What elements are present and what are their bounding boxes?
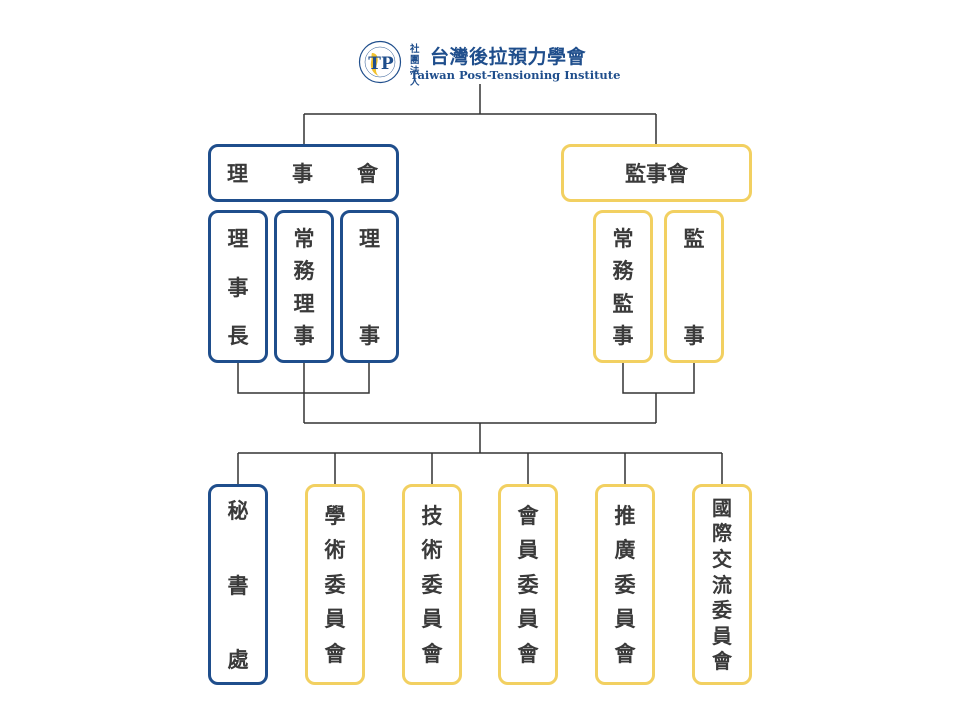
- vertical-char: 常: [612, 227, 634, 251]
- institute-logo: TP 社團 法人 台灣後拉預力學會 Taiwan Post-Tensioning…: [358, 40, 621, 88]
- vertical-char: 理: [293, 291, 315, 316]
- vertical-char: 廣: [614, 538, 636, 562]
- board-member-chairman: 理 事 長: [208, 210, 268, 363]
- vertical-char: 監: [612, 291, 634, 316]
- vertical-char: 會: [712, 649, 732, 674]
- vertical-char: 員: [324, 607, 346, 631]
- unit-academic-committee: 學 術 委 員 會: [305, 484, 365, 685]
- vertical-char: 會: [614, 641, 636, 666]
- vertical-char: 委: [421, 572, 443, 597]
- unit-international-exchange-committee: 國 際 交 流 委 員 會: [692, 484, 752, 685]
- vertical-char: 員: [614, 607, 636, 631]
- vertical-char: 員: [517, 538, 539, 562]
- vertical-char: 長: [227, 324, 249, 348]
- vertical-char: 書: [227, 573, 249, 598]
- vertical-char: 會: [517, 641, 539, 666]
- unit-promotion-committee: 推 廣 委 員 會: [595, 484, 655, 685]
- vertical-char: 委: [614, 572, 636, 597]
- vertical-char: 監: [683, 227, 705, 251]
- vertical-char: 交: [712, 546, 732, 571]
- board-title-char: 事: [292, 162, 313, 186]
- vertical-char: 事: [359, 324, 380, 348]
- vertical-char: 技: [421, 503, 443, 528]
- logo-tag: 社團 法人: [410, 44, 428, 88]
- board-of-supervisors-box: 監事會: [561, 144, 752, 202]
- logo-emblem-icon: TP: [358, 40, 402, 84]
- vertical-char: 務: [612, 259, 634, 284]
- vertical-char: 學: [324, 503, 346, 528]
- vertical-char: 理: [227, 227, 249, 251]
- vertical-char: 流: [712, 572, 732, 597]
- vertical-char: 會: [421, 641, 443, 666]
- logo-tag-line-1: 社團: [410, 44, 420, 66]
- supervisor-member-supervisors: 監 事: [664, 210, 724, 363]
- vertical-char: 員: [421, 607, 443, 631]
- vertical-char: 事: [612, 323, 634, 348]
- connector-supervisor-members-bracket: [622, 363, 695, 394]
- vertical-char: 理: [359, 227, 380, 251]
- vertical-char: 會: [324, 641, 346, 666]
- vertical-char: 務: [293, 259, 315, 284]
- vertical-char: 推: [614, 503, 636, 528]
- vertical-char: 常: [293, 227, 315, 251]
- vertical-char: 事: [227, 275, 249, 300]
- logo-name-chinese: 台灣後拉預力學會: [430, 46, 587, 68]
- vertical-char: 委: [324, 572, 346, 597]
- unit-secretariat: 秘 書 處: [208, 484, 268, 685]
- vertical-char: 處: [227, 648, 249, 672]
- board-title-char: 理: [227, 162, 248, 186]
- board-of-directors-box: 理 事 會: [208, 144, 399, 202]
- board-member-directors: 理 事: [340, 210, 399, 363]
- vertical-char: 術: [421, 538, 443, 562]
- vertical-char: 際: [712, 521, 732, 546]
- vertical-char: 國: [712, 495, 732, 520]
- logo-mark-letters: TP: [368, 54, 394, 74]
- vertical-char: 員: [712, 623, 732, 648]
- logo-tag-line-2: 法人: [410, 66, 420, 88]
- vertical-char: 術: [324, 538, 346, 562]
- vertical-char: 員: [517, 607, 539, 631]
- vertical-char: 會: [517, 503, 539, 528]
- board-title-char: 會: [357, 162, 378, 186]
- vertical-char: 委: [712, 598, 732, 623]
- logo-name-english: Taiwan Post-Tensioning Institute: [410, 68, 621, 82]
- vertical-char: 委: [517, 572, 539, 597]
- vertical-char: 事: [683, 324, 705, 348]
- unit-membership-committee: 會 員 委 員 會: [498, 484, 558, 685]
- supervisors-title: 監事會: [625, 162, 688, 186]
- board-member-executive-directors: 常 務 理 事: [274, 210, 334, 363]
- supervisor-member-executive-supervisor: 常 務 監 事: [593, 210, 653, 363]
- vertical-char: 事: [293, 323, 315, 348]
- unit-technical-committee: 技 術 委 員 會: [402, 484, 462, 685]
- vertical-char: 秘: [227, 499, 249, 523]
